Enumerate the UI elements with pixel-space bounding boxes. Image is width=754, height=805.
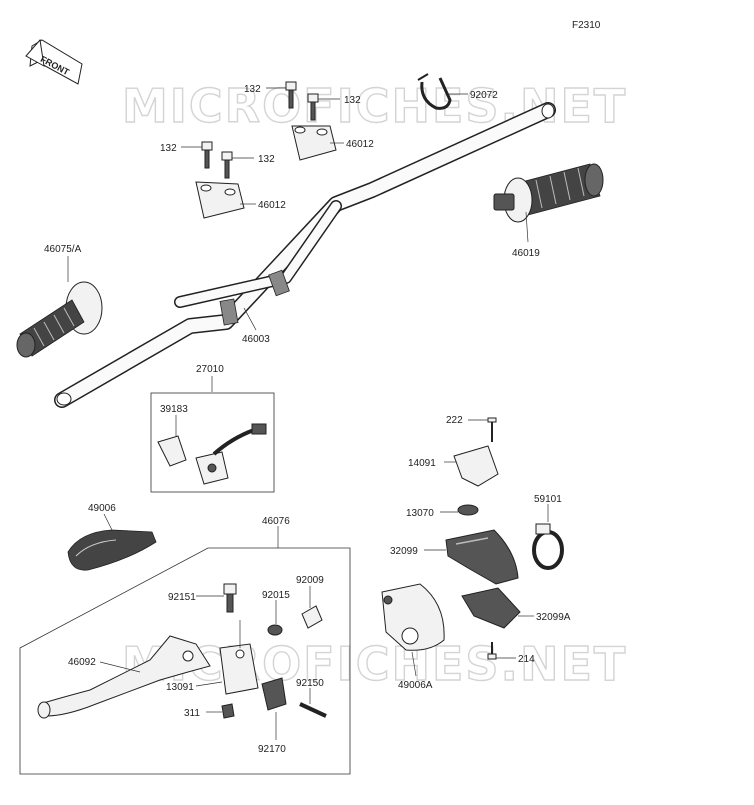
grip-right bbox=[493, 163, 604, 223]
label-housing-32099a: 32099A bbox=[536, 612, 571, 623]
lever-hardware bbox=[219, 583, 327, 719]
label-nut-13070: 13070 bbox=[406, 508, 434, 519]
label-housing-32099: 32099 bbox=[390, 546, 418, 557]
label-guard-49006a: 49006A bbox=[398, 680, 433, 691]
label-bolt-132: 132 bbox=[344, 95, 361, 106]
holder-upper bbox=[291, 125, 337, 161]
label-washer-92015: 92015 bbox=[262, 590, 290, 601]
label-screw-214: 214 bbox=[518, 654, 535, 665]
nut-13070 bbox=[457, 504, 479, 516]
label-clamp-59101: 59101 bbox=[534, 494, 562, 505]
label-clamp-92170: 92170 bbox=[258, 744, 286, 755]
label-screw-222: 222 bbox=[446, 415, 463, 426]
label-cover-14091: 14091 bbox=[408, 458, 436, 469]
housing-32099a bbox=[461, 587, 521, 629]
leader-lines bbox=[67, 87, 549, 740]
label-bolt-92151: 92151 bbox=[168, 592, 196, 603]
label-holder-46012: 46012 bbox=[346, 139, 374, 150]
clamp-59101 bbox=[532, 523, 564, 570]
screw-icon bbox=[487, 417, 497, 660]
switch-assembly bbox=[157, 423, 267, 485]
guard-49006 bbox=[67, 529, 157, 571]
label-switch-27010: 27010 bbox=[196, 364, 224, 375]
lever-assy-box bbox=[19, 547, 351, 775]
label-grip-46075a: 46075/A bbox=[44, 244, 82, 255]
grip-left bbox=[16, 281, 103, 358]
label-handlebar-46003: 46003 bbox=[242, 334, 270, 345]
label-lever-46092: 46092 bbox=[68, 657, 96, 668]
holder-lower bbox=[195, 181, 245, 219]
label-band-92072: 92072 bbox=[470, 90, 498, 101]
switch-assy-box bbox=[150, 392, 275, 493]
guard-49006a bbox=[381, 583, 445, 651]
figure-code: F2310 bbox=[572, 20, 601, 31]
label-holder-46012: 46012 bbox=[258, 200, 286, 211]
label-lever-assy-46076: 46076 bbox=[262, 516, 290, 527]
handlebar-46003 bbox=[54, 102, 556, 408]
label-bolt-92150: 92150 bbox=[296, 678, 324, 689]
label-bolt-132: 132 bbox=[258, 154, 275, 165]
front-arrow-icon: FRONT bbox=[25, 38, 83, 85]
label-guard-49006: 49006 bbox=[88, 503, 116, 514]
label-bolt-132: 132 bbox=[244, 84, 261, 95]
housing-32099 bbox=[445, 529, 519, 585]
label-grip-46019: 46019 bbox=[512, 248, 540, 259]
label-holder-13091: 13091 bbox=[166, 682, 194, 693]
label-bolt-132: 132 bbox=[160, 143, 177, 154]
bolt-icon bbox=[201, 81, 319, 179]
band-92072 bbox=[417, 73, 452, 110]
label-nut-311: 311 bbox=[184, 708, 200, 719]
lever-46092 bbox=[37, 635, 211, 719]
label-adjuster-92009: 92009 bbox=[296, 575, 324, 586]
cover-14091 bbox=[453, 445, 499, 487]
label-clamp-39183: 39183 bbox=[160, 404, 188, 415]
